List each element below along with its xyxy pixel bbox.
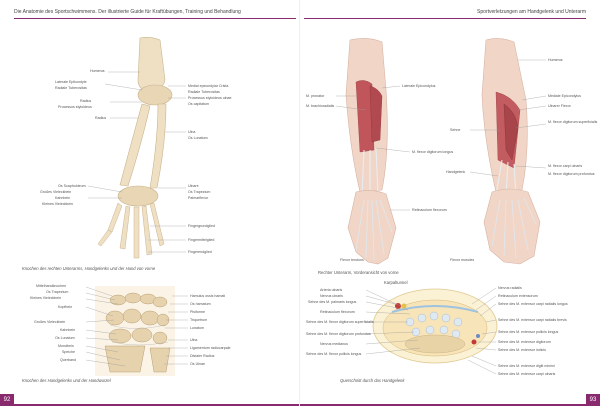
- label-lunatum: Os Lunatum: [188, 136, 208, 140]
- label-edm: Sehne des M. extensor digiti minimi: [498, 364, 555, 368]
- label-fds: M. flexor digitorum superficialis: [548, 120, 598, 124]
- label-ecrb: Sehne des M. extensor carpi radialis bre…: [498, 318, 567, 322]
- running-head-left: Die Anatomie des Sportschwimmens. Der il…: [14, 9, 241, 15]
- label-flexor-tendons: Flexor tendons: [340, 258, 364, 262]
- label-mondbein: Mondbein: [58, 344, 74, 348]
- label-ulnare: Ulnare: [188, 184, 199, 188]
- label-querband: Querband: [60, 358, 76, 362]
- label-styloid-ulnae: Processus styloideus ulnae: [188, 96, 232, 100]
- label-fdp-tendon: Sehne des M. flexor digitorum profundus: [306, 332, 371, 336]
- forearm-muscles-illustration: [335, 38, 547, 265]
- label-carpal-ulna: Ulna: [190, 338, 198, 342]
- label-retinaculum: Retinaculum flexorum: [412, 208, 447, 212]
- heading-carpal-tunnel: Karpaltunnel: [384, 280, 408, 285]
- label-n-radialis: Nervus radialis: [498, 286, 522, 290]
- label-ecu: Sehne des M. extensor carpi ulnaris: [498, 372, 556, 376]
- label-carpal-gr-vieleck: Großes Vieleckbein: [34, 320, 66, 324]
- header-rule-right: [304, 18, 586, 19]
- label-distal-phalanx: Fingerendglied: [188, 250, 212, 254]
- label-radiocarpal-lig: Ligamentum radiocarpale: [190, 346, 231, 350]
- label-kahnbein: Kahnbein: [55, 196, 71, 200]
- label-metacarpal: Mittelhandknochen: [36, 284, 67, 288]
- label-handgelenk: Handgelenk: [446, 170, 466, 174]
- left-page: Die Anatomie des Sportschwimmens. Der il…: [0, 9, 300, 406]
- footer-band-left: [0, 404, 300, 406]
- label-trapezoid: Kleines Vieleckbein: [42, 202, 74, 206]
- label-pisiform: Pisiforme: [190, 310, 205, 314]
- label-carpal-lunate: Os Lunatum: [55, 336, 75, 340]
- label-ei: Sehne des M. extensor indicis: [498, 348, 546, 352]
- label-radial-tuberosity: Radiale Tuberositas: [55, 86, 87, 90]
- label-radius-2: Radius: [95, 116, 107, 120]
- label-radial-tuberositas: Radiale Tuberositas: [188, 90, 220, 94]
- label-triquetrum: Triquetrum: [190, 318, 208, 322]
- label-medial-epicondylus: Mediale Epicondylus: [548, 94, 581, 98]
- label-flexor-muscles: Flexor muscles: [450, 258, 475, 262]
- label-os-trapezium: Os Trapezium: [188, 190, 211, 194]
- running-head-right: Sportverletzungen am Handgelenk und Unte…: [477, 9, 586, 15]
- label-trapezium: Großes Vieleckbein: [40, 190, 72, 194]
- label-ulna: Ulna: [188, 130, 196, 134]
- header-rule-left: [14, 18, 296, 19]
- page-number-right: 93: [586, 394, 600, 406]
- label-fcu: M. flexor carpi ulnaris: [548, 164, 583, 168]
- forearm-bones-illustration: [87, 37, 186, 259]
- heading-forearm-muscles: Rechter Unterarm, Vorderansicht von vorn…: [318, 270, 399, 275]
- caption-forearm-bones: Knochen des rechten Unterarms, Handgelen…: [22, 266, 156, 271]
- label-medial-crista: Medial epicondylar Crista: [188, 84, 229, 88]
- caption-carpal-bones: Knochen des Handgelenks und der Handwurz…: [22, 378, 111, 383]
- label-ed: Sehne des M. extensor digitorum: [498, 340, 551, 344]
- label-ecrl: Sehne des M. extensor carpi radialis lon…: [498, 302, 568, 306]
- label-os-ulnae: Os Ulnae: [190, 362, 205, 366]
- label-capitate: Kopfbein: [58, 305, 73, 309]
- label-fds-tendon: Sehne des M. flexor digitorum superficia…: [306, 320, 374, 324]
- label-carpal-trapezoid: Kleines Vieleckbein: [30, 296, 62, 300]
- label-scaphoid: Os Scaphoideum: [58, 184, 86, 188]
- label-carpal-lunatum: Lunatum: [190, 326, 204, 330]
- label-lateral-epicondyle: Laterale Epikondyle: [55, 80, 87, 84]
- label-radius: Radius: [80, 99, 92, 103]
- label-sehne: Sehne: [450, 128, 461, 132]
- label-ret-extensorum: Retinaculum extensorum: [498, 294, 538, 298]
- label-fpl-tendon: Sehne des M. flexor pollicis longus: [306, 352, 362, 356]
- label-distal-radius: Distaler Radius: [190, 354, 215, 358]
- label-hamate: Os hamatum: [190, 302, 211, 306]
- label-brachioradialis: M. brachioradialis: [306, 104, 335, 108]
- label-humerus: Humerus: [90, 69, 105, 73]
- label-n-medianus: Nervus medianus: [320, 342, 348, 346]
- label-epl: Sehne des M. extensor pollicis longus: [498, 330, 559, 334]
- carpal-tunnel-illustration: [365, 287, 498, 375]
- label-ct-retinaculum-flex: Retinaculum flexorum: [320, 310, 355, 314]
- label-lateral-epicondylus: Laterale Epicondylus: [402, 84, 436, 88]
- page-number-left: 92: [0, 394, 14, 406]
- label-palmarflexor: Palmarflexor: [188, 196, 209, 200]
- label-capitatum: Os capitatum: [188, 102, 210, 106]
- label-palmaris-longus: Sehne des M. palmaris longus: [308, 300, 357, 304]
- label-muscle-humerus: Humerus: [548, 58, 563, 62]
- caption-carpal-tunnel: Querschnitt durch das Handgelenk: [340, 378, 405, 383]
- label-carpal-scaphoid: Kahnbein: [60, 328, 76, 332]
- label-carpal-trapezium: Os Trapezium: [46, 290, 69, 294]
- label-n-ulnaris: Nervus ulnaris: [320, 294, 343, 298]
- label-middle-phalanx: Fingermittelglied: [188, 238, 215, 242]
- footer-band-right: [300, 404, 600, 406]
- carpal-bones-illustration: [85, 286, 188, 376]
- label-proximal-phalanx: Fingergrundglied: [188, 224, 215, 228]
- label-ulnar-flexor: Ulnarer Flexor: [548, 104, 571, 108]
- label-hamulus: Hamulus ossis hamati: [190, 294, 226, 298]
- label-a-ulnaris: Arteria ulnaris: [320, 288, 343, 292]
- label-speiche: Speiche: [62, 350, 75, 354]
- label-fdp: M. flexor digitorum profundus: [548, 172, 595, 176]
- label-flexor-digitorum-longus: M. flexor digitorum longus: [412, 150, 454, 154]
- right-page: Sportverletzungen am Handgelenk und Unte…: [300, 0, 600, 406]
- label-pronator: M. pronator: [306, 94, 325, 98]
- label-styloid: Processus styloideus: [58, 105, 92, 109]
